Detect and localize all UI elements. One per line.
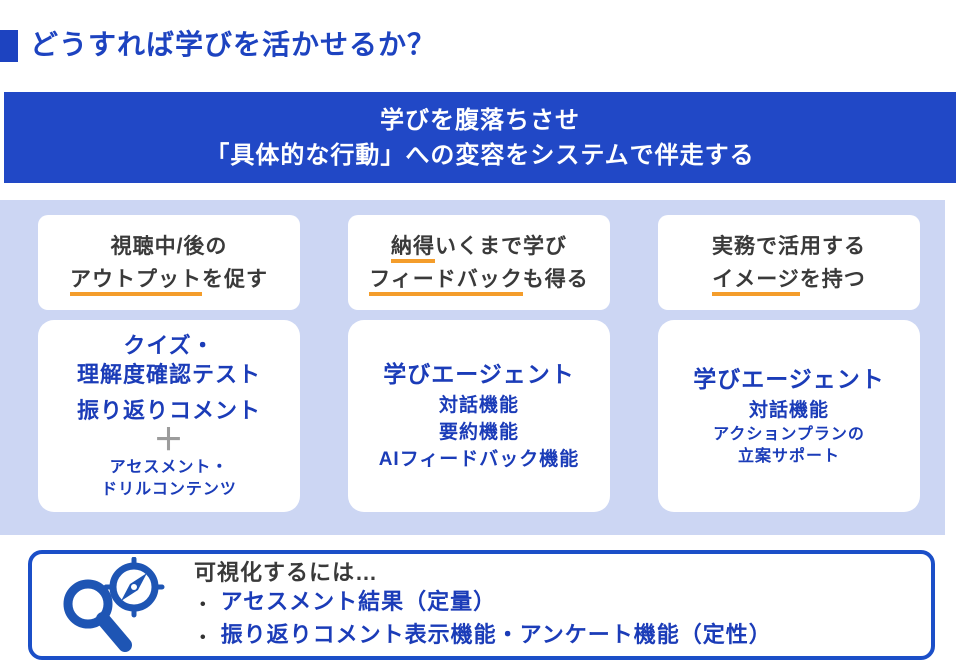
compass-icon (103, 557, 165, 618)
header-line: フィードバックも得る (369, 263, 589, 296)
feature-text: 対話機能 (748, 400, 829, 421)
sub-feature-text: 立案サポート (737, 448, 840, 465)
sub-feature-text: ドリルコンテンツ (101, 481, 237, 498)
feature-text: 理解度確認テスト (76, 362, 261, 387)
header-underlined-text: 納得 (391, 234, 435, 263)
sub-feature-text: アクションプランの (713, 426, 865, 443)
feature-text: クイズ・ (123, 333, 215, 358)
header-line: 実務で活用する (712, 230, 866, 263)
footer-text-block: 可視化するには… • アセスメント結果（定量） • 振り返りコメント表示機能・ア… (194, 558, 772, 653)
footer-bullet-text: 振り返りコメント表示機能・アンケート機能（定性） (220, 621, 772, 647)
feature-text: 対話機能 (438, 395, 519, 416)
footer-bullet-text: アセスメント結果（定量） (220, 588, 497, 614)
footer-callout: 可視化するには… • アセスメント結果（定量） • 振り返りコメント表示機能・ア… (28, 550, 935, 660)
key-message-banner: 学びを腹落ちさせ 「具体的な行動」への変容をシステムで伴走する (4, 92, 956, 183)
column-2-body: 学びエージェント 対話機能 要約機能 AIフィードバック機能 (348, 320, 610, 512)
column-3-body: 学びエージェント 対話機能 アクションプランの 立案サポート (658, 320, 920, 512)
banner-line-2: 「具体的な行動」への変容をシステムで伴走する (205, 141, 755, 169)
sub-feature-text: アセスメント・ (109, 459, 229, 476)
agent-title: 学びエージェント (693, 366, 885, 392)
footer-bullet-item: • アセスメント結果（定量） (194, 587, 772, 620)
column-3-header: 実務で活用する イメージを持つ (658, 215, 920, 310)
header-text: を促す (202, 267, 268, 291)
feature-text: AIフィードバック機能 (378, 449, 580, 470)
header-text: も得る (522, 267, 589, 291)
bullet-dot: • (200, 628, 207, 646)
header-line: 視聴中/後の (111, 230, 228, 263)
magnifier-icon (63, 579, 132, 652)
feature-text: 要約機能 (438, 422, 519, 443)
magnifier-compass-icon (63, 557, 165, 652)
footer-title: 可視化するには… (194, 559, 379, 585)
feature-text: 振り返りコメント (76, 398, 261, 423)
footer-bullet-item: • 振り返りコメント表示機能・アンケート機能（定性） (194, 620, 772, 653)
header-underlined-text: フィードバック (369, 267, 523, 296)
banner-line-1: 学びを腹落ちさせ (380, 106, 580, 134)
header-underlined-text: イメージ (712, 267, 800, 296)
agent-title: 学びエージェント (383, 361, 575, 387)
column-1-body: クイズ・ 理解度確認テスト 振り返りコメント ＋ アセスメント・ ドリルコンテン… (38, 320, 300, 512)
header-line: 納得いくまで学び (391, 230, 567, 263)
header-underlined-text: アウトプット (70, 267, 202, 296)
header-text: 実務で活用する (712, 234, 866, 258)
header-line: アウトプットを促す (70, 263, 268, 296)
header-text: いくまで学び (435, 234, 567, 258)
bullet-dot: • (200, 595, 207, 613)
header-text: を持つ (799, 267, 866, 291)
header-line: イメージを持つ (712, 263, 866, 296)
title-accent-bar (0, 30, 18, 62)
column-2-header: 納得いくまで学び フィードバックも得る (348, 215, 610, 310)
page-title: どうすれば学びを活かせるか？ (30, 29, 437, 60)
header-text: 視聴中/後の (110, 234, 228, 258)
plus-sign: ＋ (153, 424, 185, 457)
column-1-header: 視聴中/後の アウトプットを促す (38, 215, 300, 310)
